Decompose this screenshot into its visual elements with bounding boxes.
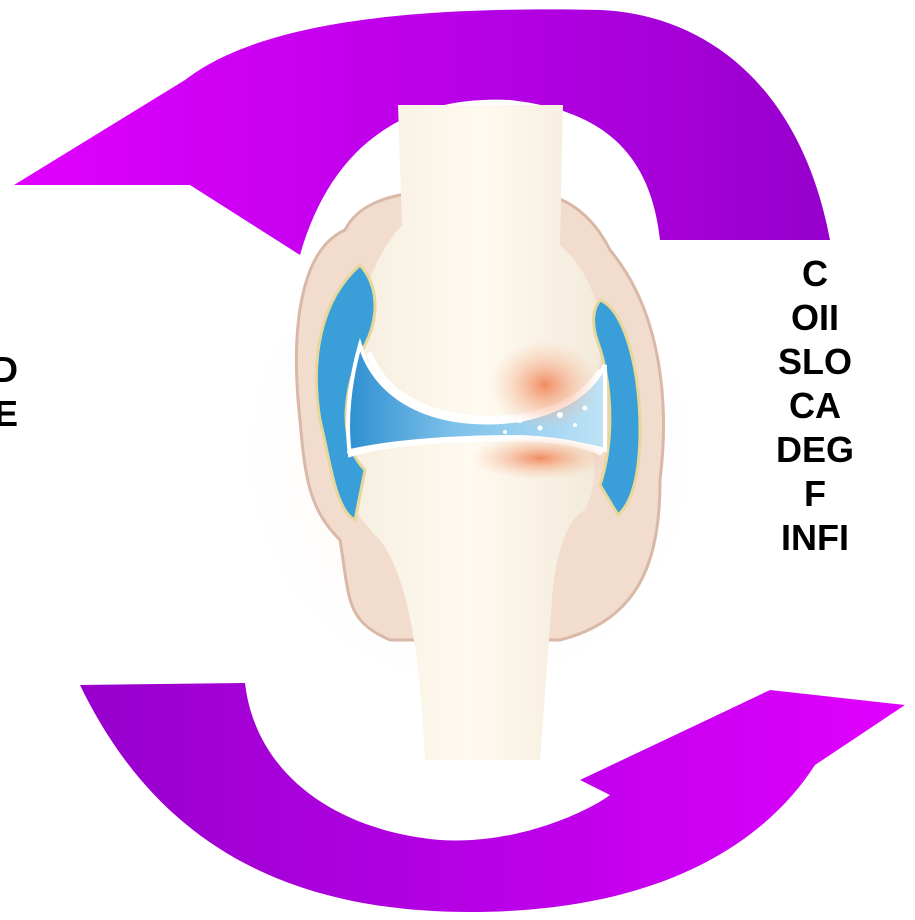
- left-label: D E: [0, 348, 18, 436]
- right-label: C OII SLO CA DEG F INFI: [776, 252, 854, 560]
- right-label-line-3: SLO: [776, 340, 854, 384]
- right-label-line-2: OII: [776, 296, 854, 340]
- left-label-line-2: E: [0, 392, 18, 436]
- right-label-line-4: CA: [776, 384, 854, 428]
- right-label-line-7: INFI: [776, 516, 854, 560]
- left-label-line-1: D: [0, 348, 18, 392]
- right-label-line-5: DEG: [776, 428, 854, 472]
- right-label-line-6: F: [776, 472, 854, 516]
- right-label-line-1: C: [776, 252, 854, 296]
